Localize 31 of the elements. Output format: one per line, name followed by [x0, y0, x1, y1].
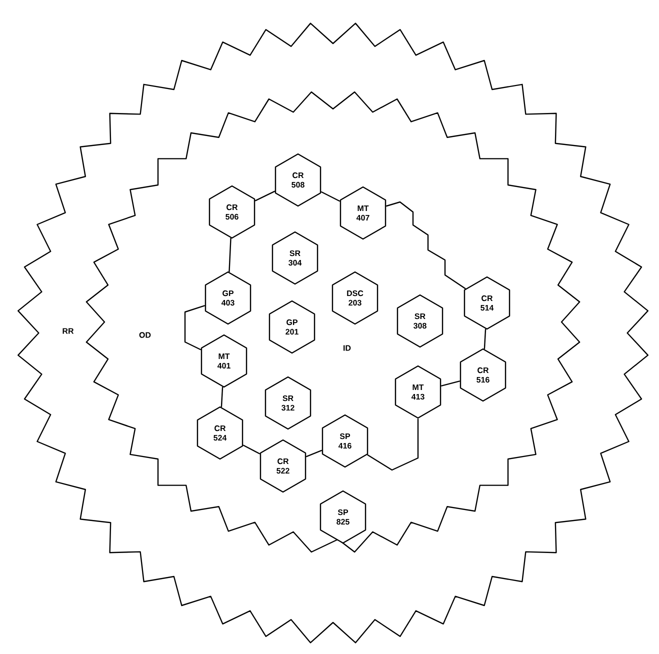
hexagon-cell: SP 825	[320, 490, 366, 544]
boundary-line	[184, 304, 206, 350]
boundary-line	[367, 418, 419, 471]
region-label: OD	[139, 332, 151, 338]
boundary-line	[254, 190, 276, 202]
hexagon-cell: CR 514	[464, 276, 510, 330]
hexagon-cell: MT 407	[340, 186, 386, 240]
hexagon-cell: SP 416	[322, 414, 368, 468]
hexagon-cell: CR 522	[260, 439, 306, 493]
region-label: ID	[344, 345, 351, 351]
hexagon-cell: DSC 203	[332, 271, 378, 325]
hexagon-cell: MT 413	[394, 365, 442, 419]
hexagon-cell: SR 304	[272, 231, 318, 285]
hexagon-cell: SR 308	[396, 294, 444, 348]
hexagon-cell: GP 201	[268, 300, 316, 354]
boundary-line	[386, 201, 466, 290]
boundary-line	[484, 328, 486, 350]
boundary-line	[228, 238, 232, 272]
hexagon-cell: GP 403	[204, 271, 252, 325]
hexagon-cell: CR 508	[274, 153, 322, 207]
boundary-line	[242, 444, 260, 454]
region-label: RR	[62, 328, 74, 334]
boundary-line	[306, 450, 322, 458]
hexagon-cell: SR 312	[264, 376, 312, 430]
boundary-line	[220, 386, 224, 408]
hexagon-cell: MT 401	[200, 334, 248, 388]
hexagon-cell: CR 524	[196, 406, 244, 460]
boundary-line	[320, 191, 340, 202]
hexagon-cell: CR 516	[460, 348, 506, 402]
boundary-line	[440, 380, 460, 387]
hexagon-cell: CR 506	[208, 185, 256, 239]
